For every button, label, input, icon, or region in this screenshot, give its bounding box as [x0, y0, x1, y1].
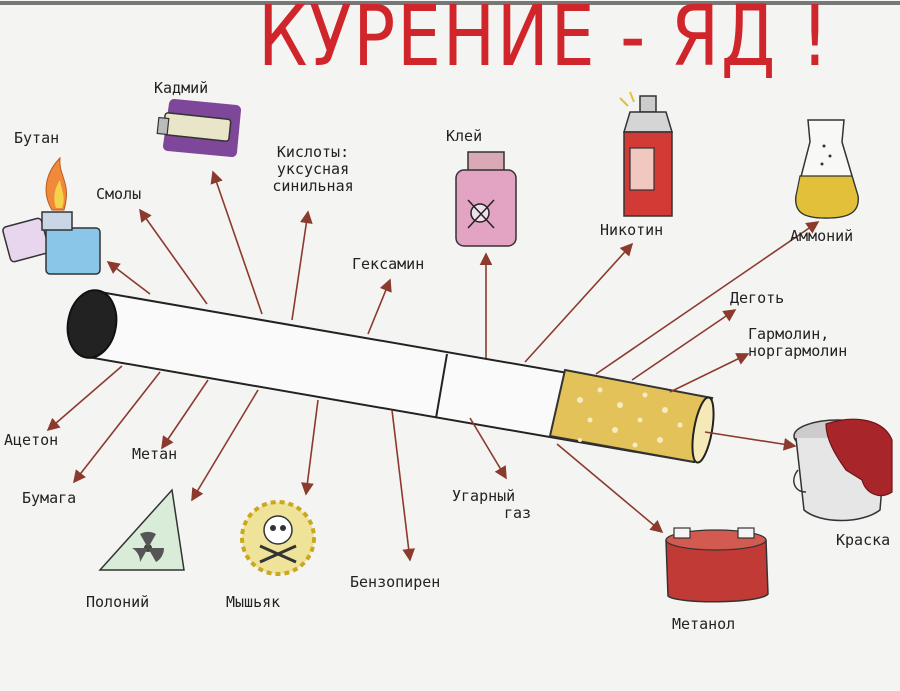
label-ugarny-gaz: Угарный газ: [452, 488, 531, 522]
label-ugarny-line2: газ: [504, 504, 532, 522]
label-geksamin: Гексамин: [352, 255, 425, 273]
ash-tip: [66, 289, 118, 359]
label-degot: Деготь: [730, 289, 785, 307]
filter-end: [691, 396, 715, 464]
cigarette-filter: [548, 368, 714, 464]
label-butan: Бутан: [14, 129, 60, 147]
label-kisloty-line3: синильная: [272, 177, 354, 195]
arrow-garmolin: [669, 353, 750, 393]
arrow-kisloty: [291, 210, 313, 321]
label-myshyak: Мышьяк: [226, 593, 281, 611]
arrow-kadmiy: [210, 170, 263, 315]
arrow-polony: [191, 389, 259, 502]
lighter-icon: [2, 156, 101, 275]
arrow-degot: [631, 309, 737, 381]
label-kisloty-line1: Кислоты:: [276, 143, 350, 161]
label-smoly: Смолы: [96, 185, 142, 203]
arrow-ugarny: [469, 417, 507, 480]
label-garmolin-line1: Гармолин,: [748, 325, 830, 343]
arrow-myshyak: [301, 399, 319, 496]
poster-title: КУРЕНИЕ - ЯД !: [258, 0, 831, 85]
arrow-smoly: [139, 208, 208, 305]
paint-bucket-icon: [793, 418, 893, 522]
arrow-bumaga: [73, 371, 161, 484]
arrow-ammoniy: [595, 221, 820, 375]
arrow-geksamin: [367, 278, 392, 335]
label-kley: Клей: [446, 127, 483, 145]
label-kisloty-line2: уксусная: [276, 160, 350, 178]
arrows: [46, 170, 820, 562]
arrow-metan: [161, 379, 209, 450]
spray-can-icon: [619, 91, 674, 217]
cigarette: [66, 289, 715, 464]
label-nikotin: Никотин: [600, 221, 664, 239]
arrow-kraska: [704, 431, 797, 451]
label-metanol: Метанол: [672, 615, 736, 633]
arrow-aceton: [46, 365, 123, 432]
arrow-butan: [106, 261, 151, 295]
label-ugarny-line1: Угарный: [452, 487, 516, 505]
skull-icon: [240, 500, 316, 576]
arrow-benzopiren: [391, 409, 416, 562]
label-garmolin: Гармолин, норгармолин: [748, 326, 847, 360]
glue-bottle-icon: [455, 151, 517, 247]
battery-icon: [156, 99, 241, 157]
label-ammoniy: Аммоний: [790, 227, 854, 245]
label-metan: Метан: [132, 445, 178, 463]
arrow-metanol: [556, 443, 664, 534]
label-polony: Полоний: [86, 593, 150, 611]
cigarette-paper-seam: [435, 353, 448, 419]
label-benzopiren: Бензопирен: [350, 573, 441, 591]
label-kadmiy: Кадмий: [154, 79, 209, 97]
filter-speckles: [577, 387, 683, 448]
label-kraska: Краска: [836, 531, 891, 549]
arrow-nikotin: [524, 242, 634, 363]
label-aceton: Ацетон: [4, 431, 59, 449]
flask-icon: [795, 119, 859, 219]
label-garmolin-line2: норгармолин: [748, 342, 848, 360]
label-kisloty: Кислоты: уксусная синильная: [268, 144, 358, 195]
methanol-can-icon: [665, 527, 769, 603]
radiation-sign-icon: [98, 488, 185, 571]
label-bumaga: Бумага: [22, 489, 77, 507]
